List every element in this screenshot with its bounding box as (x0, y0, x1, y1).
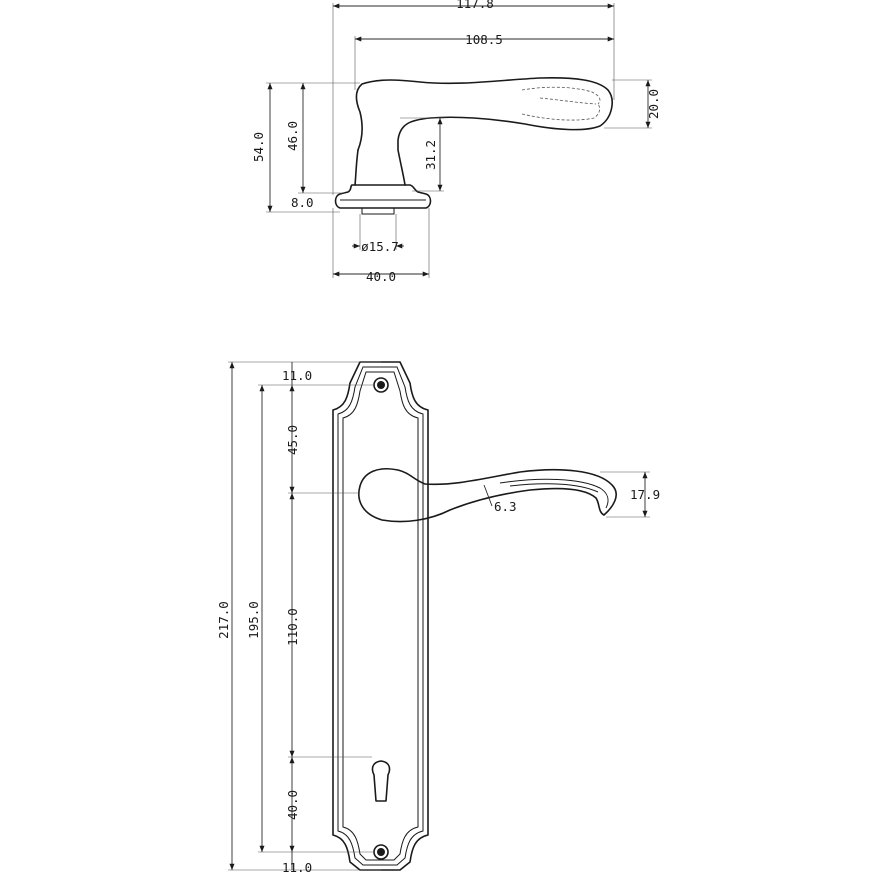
dim-lever-thickness: 6.3 (494, 499, 517, 514)
dim-lever-to-keyhole: 110.0 (285, 608, 300, 646)
backplate-mid (337, 366, 424, 866)
dim-screw-centres: 195.0 (246, 601, 261, 639)
dim-lever-length: 108.5 (465, 32, 503, 47)
dim-lever-tip-height: 20.0 (646, 89, 661, 119)
backplate-inner (342, 371, 419, 861)
keyhole (371, 760, 391, 802)
side-lever-groove-lower (521, 103, 601, 121)
side-lever-groove-upper (521, 86, 601, 105)
side-view: 117.8 108.5 20.0 54.0 46.0 8.0 31.2 ø15.… (251, 0, 661, 284)
dim-neck-height: 31.2 (423, 140, 438, 170)
dim-line-lever-thickness (483, 484, 493, 507)
bottom-screw-center (377, 848, 385, 856)
front-lever-inner-edge-2 (509, 483, 599, 493)
side-lever-outline (355, 77, 613, 186)
side-rose (334, 184, 432, 209)
side-lever-groove-mid (539, 97, 597, 105)
dim-screw-to-lever: 45.0 (285, 425, 300, 455)
dim-rose-thickness: 8.0 (291, 195, 314, 210)
dim-bottom-screw-offset: 11.0 (282, 860, 312, 875)
dim-overall-height: 54.0 (251, 132, 266, 162)
dim-plate-length: 217.0 (216, 601, 231, 639)
dim-height-to-lever: 46.0 (285, 121, 300, 151)
dim-spindle-diameter: ø15.7 (361, 239, 399, 254)
dim-keyhole-to-screw: 40.0 (285, 790, 300, 820)
dim-overall-length: 117.8 (456, 0, 494, 11)
dim-rose-diameter: 40.0 (366, 269, 396, 284)
side-neck-left (354, 149, 359, 186)
front-lever (358, 468, 617, 523)
front-lever-inner-edge (499, 478, 609, 509)
backplate-outer (332, 361, 429, 871)
top-screw-center (377, 381, 385, 389)
side-spindle (361, 207, 395, 215)
dim-lever-height: 17.9 (630, 487, 660, 502)
front-view: 17.9 6.3 217.0 195.0 11.0 45.0 110.0 40.… (216, 361, 660, 875)
dim-top-screw-offset: 11.0 (282, 368, 312, 383)
